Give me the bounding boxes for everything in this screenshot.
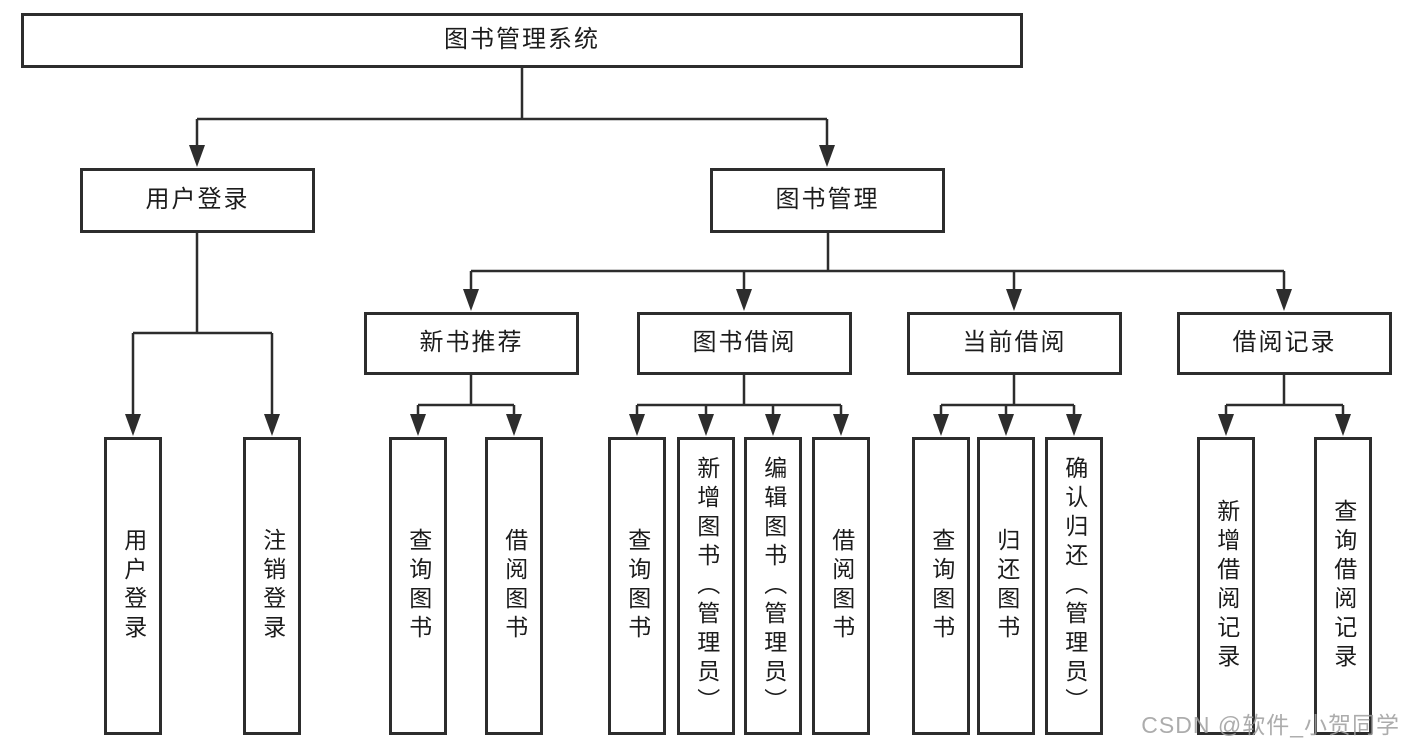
- leaf-return-books: 归还图书: [977, 437, 1035, 735]
- leaf-query-books-current: 查询图书: [912, 437, 970, 735]
- csdn-watermark: CSDN @软件_小贺同学: [1141, 712, 1400, 738]
- node-borrowing-records: 借阅记录: [1177, 312, 1392, 375]
- leaf-borrow-books-recommend: 借阅图书: [485, 437, 543, 735]
- leaf-query-borrow-record: 查询借阅记录: [1314, 437, 1372, 735]
- leaf-query-books-borrowing: 查询图书: [608, 437, 666, 735]
- node-user-login-branch: 用户登录: [80, 168, 315, 233]
- leaf-confirm-return-admin: 确认归还（管理员）: [1045, 437, 1103, 735]
- node-book-borrowing: 图书借阅: [637, 312, 852, 375]
- node-book-management-branch: 图书管理: [710, 168, 945, 233]
- node-new-book-recommendation: 新书推荐: [364, 312, 579, 375]
- arrowheads: [125, 145, 1351, 436]
- node-library-system-root: 图书管理系统: [21, 13, 1023, 68]
- leaf-borrow-books-borrowing: 借阅图书: [812, 437, 870, 735]
- leaf-add-borrow-record: 新增借阅记录: [1197, 437, 1255, 735]
- leaf-add-books-admin: 新增图书（管理员）: [677, 437, 735, 735]
- leaf-user-login: 用户登录: [104, 437, 162, 735]
- node-current-borrowing: 当前借阅: [907, 312, 1122, 375]
- leaf-edit-books-admin: 编辑图书（管理员）: [744, 437, 802, 735]
- connector-segments: [131, 68, 1345, 417]
- leaf-logout: 注销登录: [243, 437, 301, 735]
- leaf-query-books-recommend: 查询图书: [389, 437, 447, 735]
